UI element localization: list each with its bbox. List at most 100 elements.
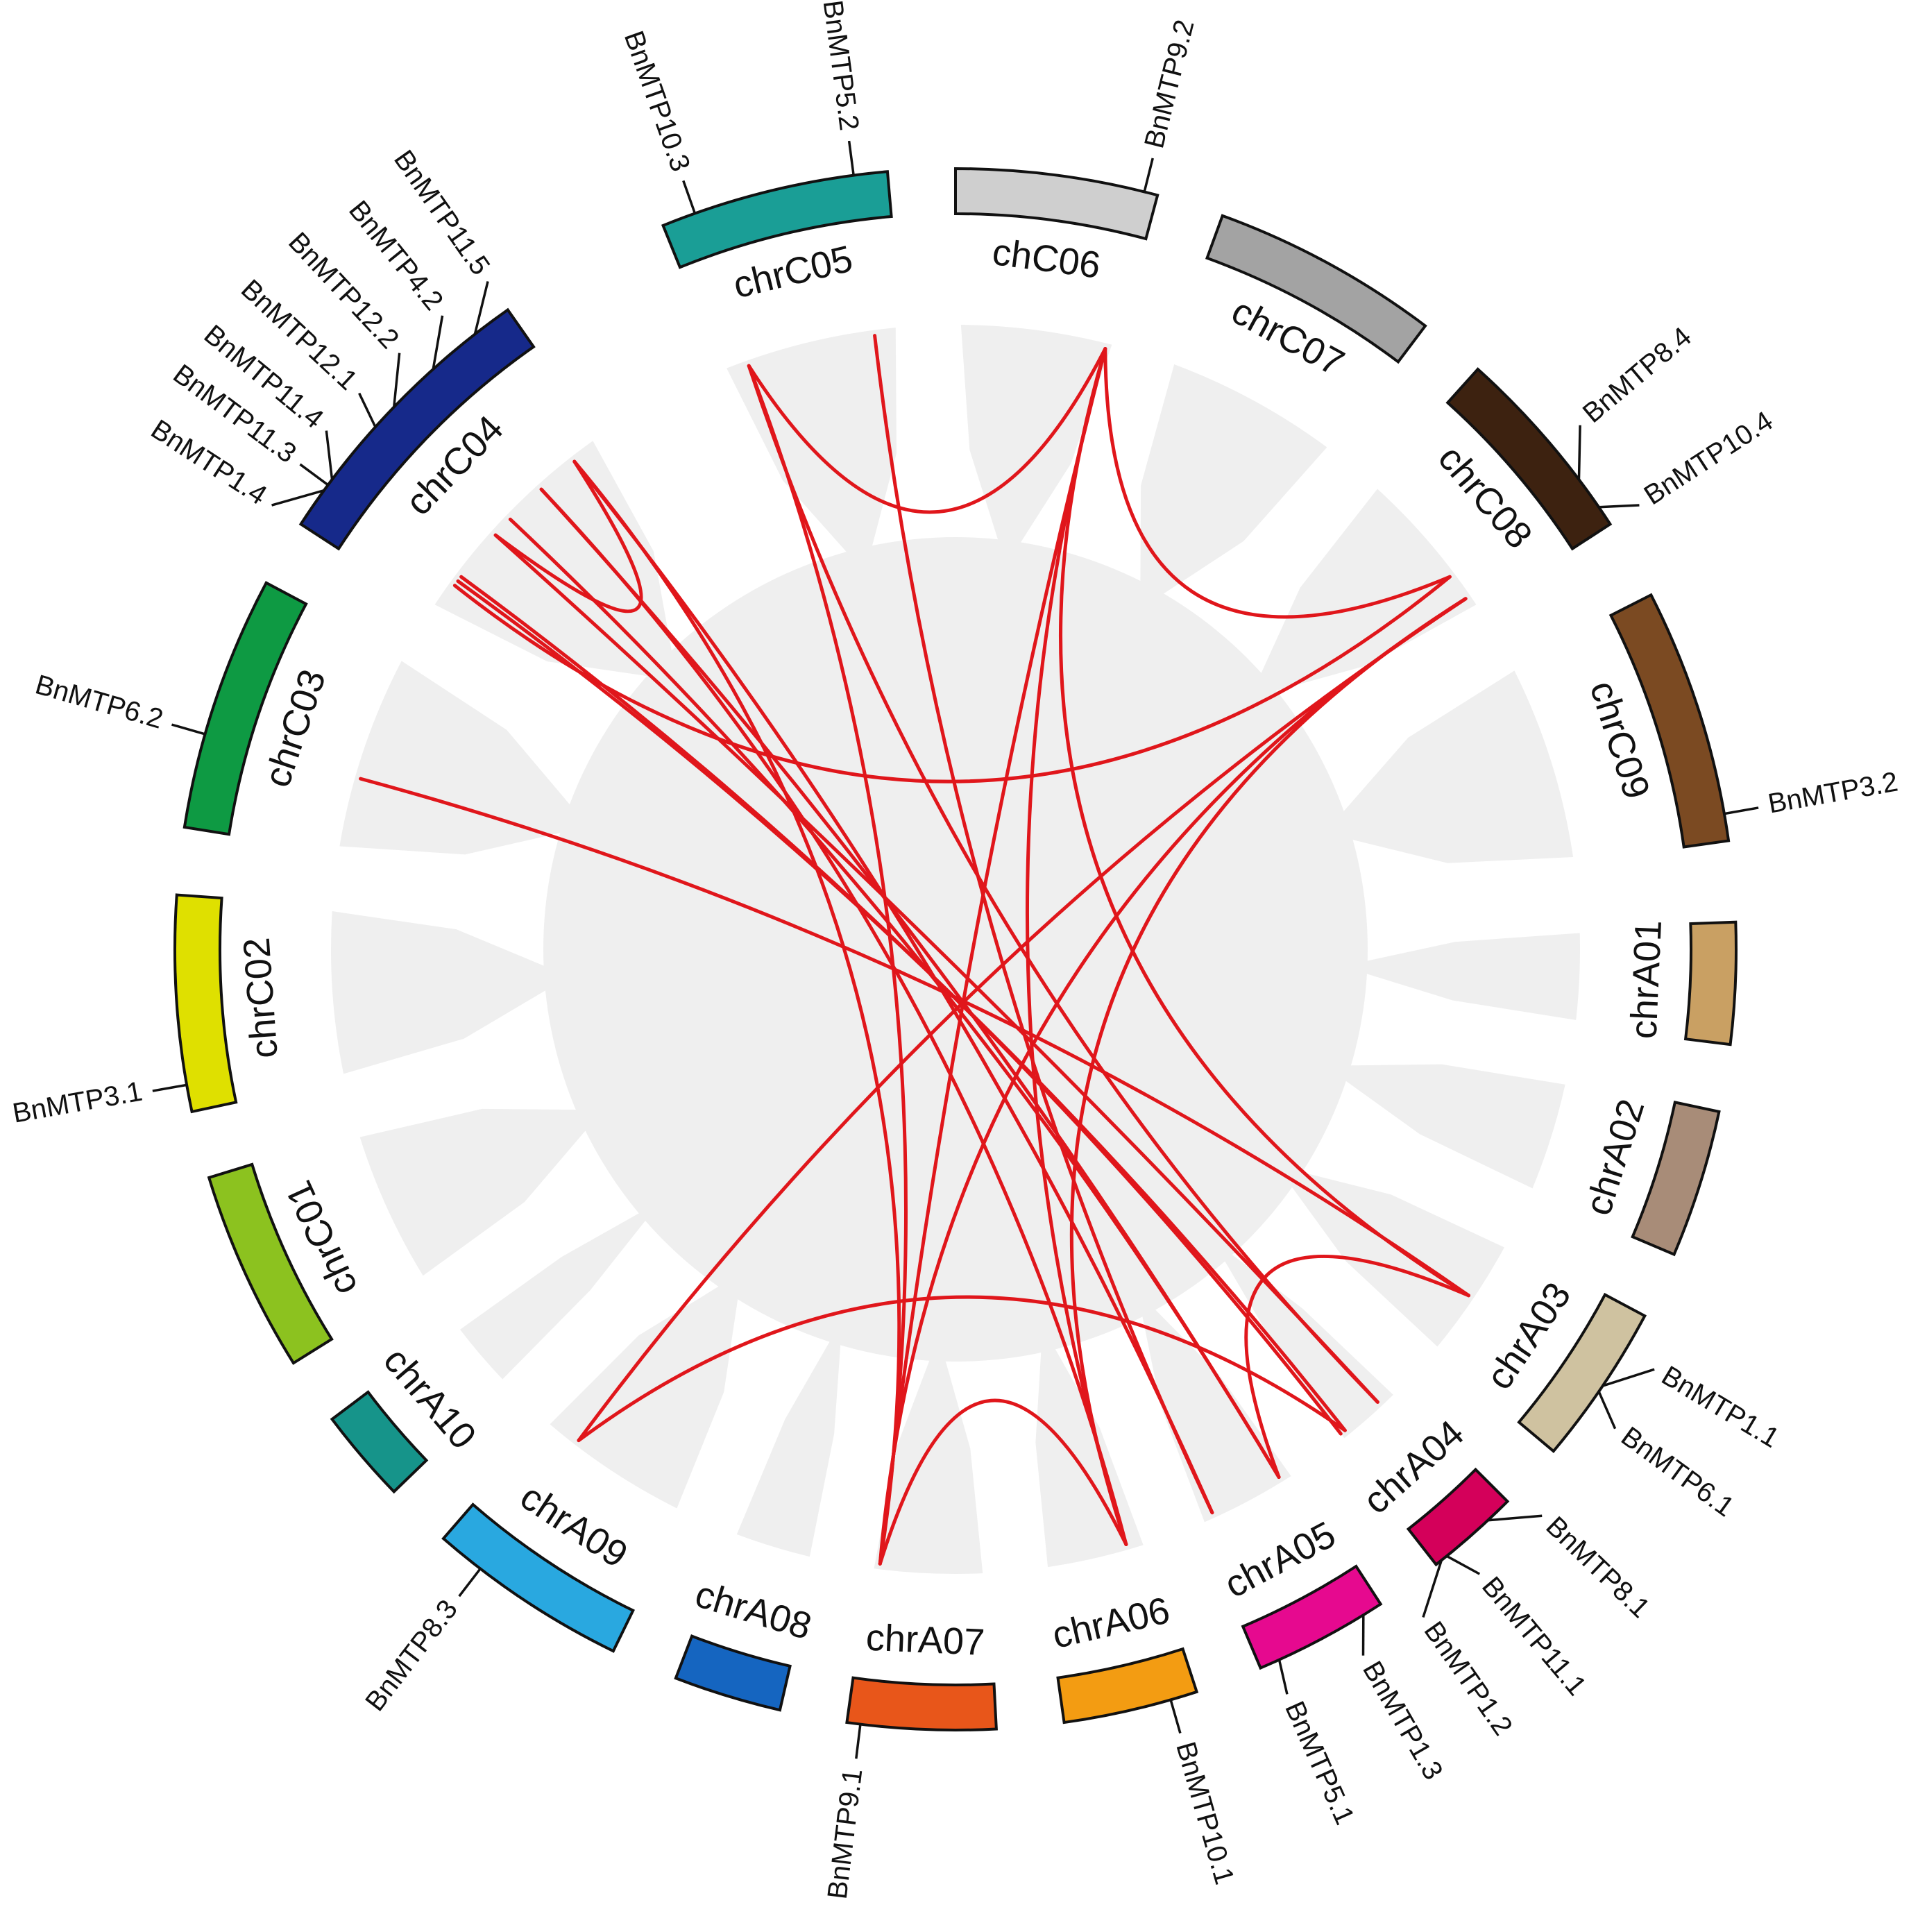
grey-sector-chrA02 [1325,1064,1565,1189]
gene-label: BnMTP11.1 [1476,1571,1593,1702]
chromosome-chrC04[interactable] [298,307,536,551]
synteny-link [747,364,908,1566]
synteny-link [878,597,1468,1566]
chromosome-label: chrC02 [236,936,286,1060]
chromosome-label: chrA01 [1623,920,1670,1040]
chromosome-label: chrA06 [1048,1589,1173,1656]
synteny-link [493,533,1379,1404]
synteny-link [577,597,1468,1443]
grey-band-layer [331,325,1580,1574]
gene-label: BnMTP3.1 [10,1076,145,1129]
chromosome-chrA01[interactable] [1683,920,1738,1046]
synteny-link [1059,346,1470,1298]
gene-label: BnMTP1.2 [1418,1616,1518,1741]
synteny-link [508,517,1281,1480]
chromosome-chrA07[interactable] [845,1676,998,1731]
gene-label: BnMTP9.1 [822,1767,869,1901]
chromosome-chrA08[interactable] [674,1634,792,1712]
gene-label: BnMTP5.1 [1279,1697,1360,1829]
grey-sector-chrC02 [331,911,570,1074]
chromosome-chrC02[interactable] [173,893,238,1114]
grey-sector-chrC08 [1250,489,1477,698]
chromosome-chrA04[interactable] [1406,1467,1510,1567]
gene-tick [458,1568,482,1598]
synteny-link [747,364,1379,1404]
chromosome-chrA06[interactable] [1056,1647,1199,1725]
gene-tick [1488,1514,1543,1522]
gene-tick [1143,158,1154,192]
grey-sector-chrA10 [459,1201,661,1380]
chromosome-chrC09[interactable] [1608,593,1731,849]
gene-tick [325,430,334,480]
chromosome-chrA09[interactable] [441,1502,636,1653]
grey-sector-chrA09 [550,1272,742,1509]
grey-sector-chrC07 [1140,364,1327,609]
gene-tick [1602,1368,1655,1387]
gene-label: BnMTP3.2 [1766,766,1901,819]
chromosome-label: chrA07 [865,1617,986,1663]
grey-sector-chrA01 [1342,933,1580,1020]
grey-sector-chrA08 [736,1319,842,1557]
grey-sector-chrA07 [874,1336,983,1574]
gene-tick [171,723,206,736]
synteny-link [873,334,1214,1515]
synteny-link [577,1295,1347,1443]
gene-label: BnMTP1.1 [1656,1360,1785,1454]
gene-tick [432,315,444,370]
chromosome-chrC05[interactable] [661,170,893,269]
gene-tick [1597,1391,1617,1430]
synteny-link [572,459,1214,1515]
gene-label: BnMTP10.1 [1170,1738,1240,1888]
gene-tick [847,140,855,176]
synteny-link [359,777,1470,1298]
synteny-link [1025,346,1128,1546]
synteny-link-layer [359,334,1470,1566]
chromosome-chrC01[interactable] [207,1162,334,1365]
chromosome-chrC07[interactable] [1205,214,1427,364]
synteny-link [1244,1255,1470,1480]
chromosome-chrA03[interactable] [1517,1292,1647,1453]
synteny-link [493,459,643,613]
grey-sector-chrC03 [339,661,588,855]
gene-tick [855,1724,862,1759]
chromosome-label: chrC05 [729,238,856,307]
gene-tick [1577,425,1581,480]
chromosome-chrC03[interactable] [182,581,308,836]
gene-tick [1599,504,1640,509]
grey-core [543,537,1368,1362]
synteny-link [747,346,1107,514]
chromosome-chrC08[interactable] [1445,367,1613,551]
chromosome-chrA02[interactable] [1631,1101,1721,1257]
gene-label: BnMTP6.1 [1615,1421,1740,1523]
grey-sector-chrA05 [1137,1291,1291,1523]
synteny-link [572,459,901,1566]
gene-label: BnMTP8.1 [1540,1511,1655,1624]
chromosome-label: chrA08 [690,1573,816,1647]
grey-sector-chrC09 [1325,670,1574,863]
synteny-link [878,1398,1128,1566]
gene-tick [1724,806,1759,815]
chromosome-label: chC06 [990,231,1103,287]
chromosome-label: chrA02 [1577,1094,1653,1220]
gene-label: BnMTP8.3 [359,1594,464,1717]
gene-tick [1446,1554,1481,1575]
synteny-link [1069,597,1468,1546]
gene-tick [1422,1559,1443,1618]
gene-tick [152,1083,187,1092]
gene-label: BnMTP10.3 [618,27,696,176]
gene-label: BnMTP8.4 [1577,321,1697,429]
gene-tick [393,353,401,407]
grey-sector-chC06 [960,325,1112,566]
gene-tick [473,281,489,334]
chromosome-chrA05[interactable] [1241,1564,1383,1670]
grey-sector-chrA06 [1035,1326,1144,1568]
synteny-link [878,346,1107,1566]
chromosome-chC06[interactable] [954,167,1160,241]
gene-tick [299,463,329,486]
chromosome-chrA10[interactable] [330,1390,429,1494]
gene-tick [271,489,325,507]
synteny-link [539,487,1128,1546]
gene-tick [682,180,697,214]
gene-label: BnMTP9.2 [1139,17,1200,151]
